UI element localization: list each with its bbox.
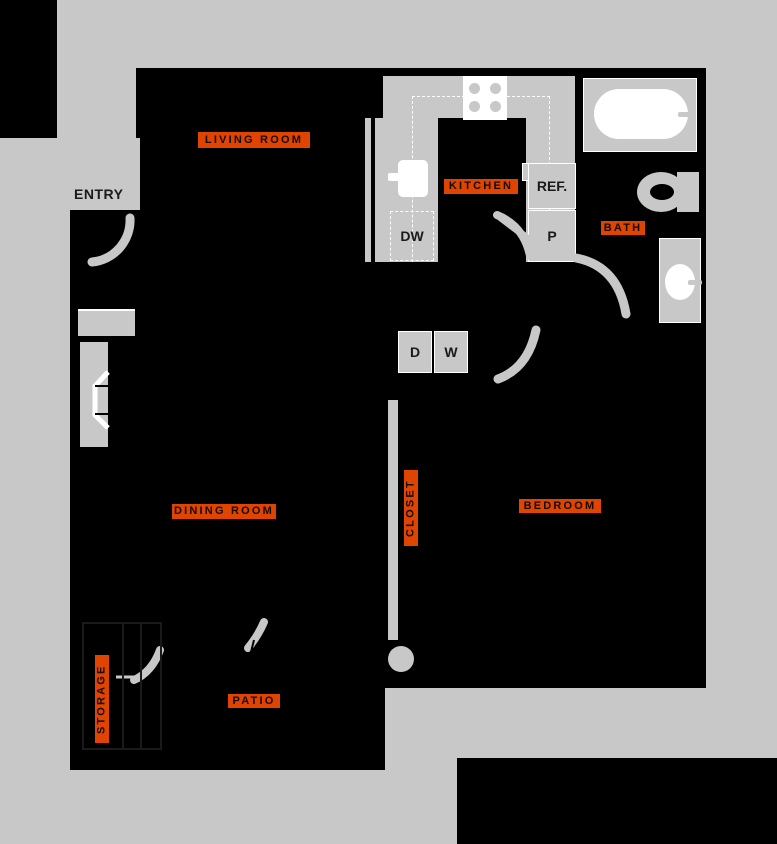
storage-closet-outline: [82, 622, 142, 750]
entry-label: ENTRY: [74, 186, 124, 202]
closet-panel-left: [80, 342, 108, 447]
storage-closet-outline-2: [122, 622, 162, 750]
dishwasher: DW: [390, 211, 434, 261]
dryer: D: [398, 331, 432, 373]
toilet-seat-opening: [650, 184, 674, 200]
top-exterior-margin: [57, 0, 777, 68]
right-exterior-margin: [706, 0, 777, 758]
room-label-dining-room: DINING ROOM: [172, 504, 276, 519]
burner-bottom-right: [490, 101, 501, 112]
kitchen-sink-faucet: [388, 173, 401, 181]
burner-bottom-left: [469, 101, 480, 112]
exterior-block-bottom-right-2: [457, 758, 777, 844]
kitchen-wall-stub-2: [375, 118, 383, 262]
pantry-label: P: [547, 228, 557, 244]
room-label-bedroom: BEDROOM: [519, 499, 601, 513]
kitchen-wall-stub: [365, 118, 371, 262]
bathtub-drain: [678, 112, 691, 117]
pantry: P: [528, 210, 576, 262]
kitchen-sink: [398, 160, 428, 197]
closet-partition-wall: [388, 400, 398, 640]
cooktop: [463, 76, 507, 120]
patio-exterior-slab-cut: [457, 758, 706, 770]
closet-shelf-upper: [78, 309, 135, 336]
bathtub: [594, 89, 688, 139]
room-label-storage: STORAGE: [95, 655, 109, 743]
room-label-bath: BATH: [601, 221, 645, 235]
water-heater: [388, 646, 414, 672]
burner-top-left: [469, 83, 480, 94]
exterior-block-top-left: [0, 0, 57, 138]
vanity-faucet: [688, 280, 702, 285]
room-label-kitchen: KITCHEN: [444, 179, 518, 194]
dryer-label: D: [409, 344, 421, 360]
entry-threshold: [0, 138, 70, 844]
washer: W: [434, 331, 468, 373]
toilet-tank: [677, 172, 699, 212]
refrigerator-label: REF.: [536, 178, 568, 194]
counter-dash-right: [549, 96, 551, 216]
burner-top-right: [490, 83, 501, 94]
patio-exterior-slab: [385, 688, 706, 770]
entry-alcove: [57, 138, 140, 210]
room-label-living-room: LIVING ROOM: [198, 132, 310, 148]
room-label-patio: PATIO: [228, 694, 280, 708]
room-label-closet: CLOSET: [404, 470, 418, 546]
fridge-wall-tab: [522, 163, 529, 181]
refrigerator: REF.: [528, 163, 576, 209]
washer-label: W: [444, 344, 458, 360]
dishwasher-label: DW: [400, 228, 424, 244]
